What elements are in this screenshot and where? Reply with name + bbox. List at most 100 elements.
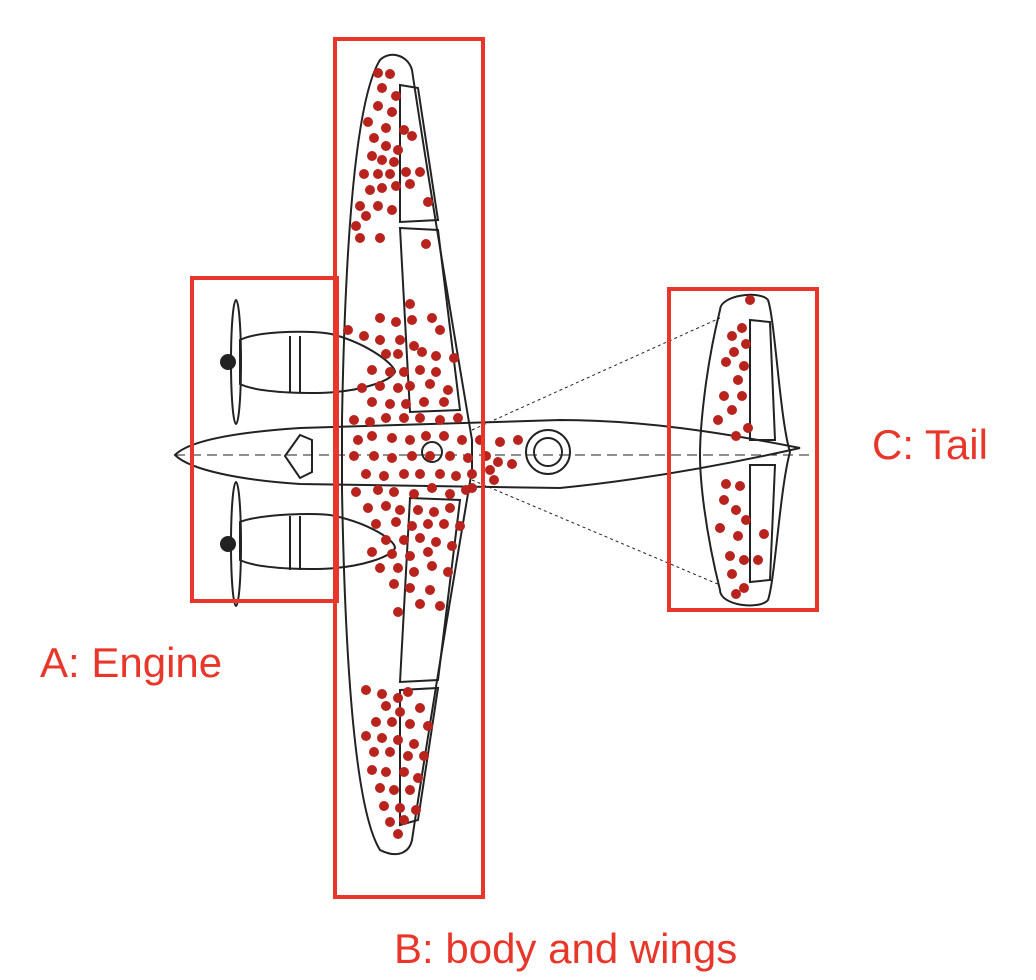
- hit-marker: [419, 751, 429, 761]
- hit-marker: [385, 817, 395, 827]
- hit-marker: [759, 529, 769, 539]
- hit-marker: [449, 353, 459, 363]
- hit-marker: [393, 607, 403, 617]
- hit-marker: [425, 379, 435, 389]
- hit-marker: [415, 365, 425, 375]
- hit-marker: [429, 507, 439, 517]
- fuselage-outline: [173, 418, 801, 490]
- hit-marker: [423, 519, 433, 529]
- hit-marker: [395, 707, 405, 717]
- hit-marker: [737, 323, 747, 333]
- hit-marker: [425, 451, 435, 461]
- hit-marker: [417, 347, 427, 357]
- hit-marker: [393, 735, 403, 745]
- hit-marker: [427, 313, 437, 323]
- hit-marker: [377, 155, 387, 165]
- hit-marker: [405, 435, 415, 445]
- hit-marker: [727, 569, 737, 579]
- hit-marker: [727, 331, 737, 341]
- hit-marker: [381, 141, 391, 151]
- hit-marker: [739, 555, 749, 565]
- upper-nacelle-outline: [239, 330, 397, 395]
- hit-marker: [399, 367, 409, 377]
- hit-marker: [391, 91, 401, 101]
- hit-marker: [495, 437, 505, 447]
- hit-marker: [353, 435, 363, 445]
- hit-marker: [365, 417, 375, 427]
- hit-marker: [393, 693, 403, 703]
- aircraft-line-art: [173, 53, 810, 856]
- hit-marker: [377, 183, 387, 193]
- hit-marker: [399, 767, 409, 777]
- hit-marker: [385, 69, 395, 79]
- hit-marker: [739, 583, 749, 593]
- hit-marker: [389, 487, 399, 497]
- hit-marker: [753, 555, 763, 565]
- hit-marker: [367, 765, 377, 775]
- hit-marker: [445, 489, 455, 499]
- hit-marker: [405, 583, 415, 593]
- hit-marker: [399, 815, 409, 825]
- hit-marker: [363, 503, 373, 513]
- hit-marker: [401, 399, 411, 409]
- hit-marker: [431, 537, 441, 547]
- hit-marker: [415, 167, 425, 177]
- hit-marker: [369, 747, 379, 757]
- turret-outline: [525, 429, 571, 475]
- hit-marker: [409, 567, 419, 577]
- hit-marker: [489, 475, 499, 485]
- hit-marker: [447, 541, 457, 551]
- hit-marker: [431, 367, 441, 377]
- hit-marker: [461, 485, 471, 495]
- hit-marker: [385, 399, 395, 409]
- hit-marker: [367, 365, 377, 375]
- hit-marker: [435, 601, 445, 611]
- hit-marker: [435, 325, 445, 335]
- hit-marker: [421, 431, 431, 441]
- hit-marker: [391, 181, 401, 191]
- hit-marker: [381, 413, 391, 423]
- hit-marker: [467, 469, 477, 479]
- hit-marker: [743, 423, 753, 433]
- hit-marker: [375, 335, 385, 345]
- hit-marker: [415, 599, 425, 609]
- hit-marker: [727, 405, 737, 415]
- hit-marker: [407, 131, 417, 141]
- hit-marker: [453, 413, 463, 423]
- tail-label: C: Tail: [872, 421, 988, 468]
- hit-marker: [373, 101, 383, 111]
- hit-marker: [367, 151, 377, 161]
- hit-marker: [439, 431, 449, 441]
- hit-marker: [375, 233, 385, 243]
- hit-marker: [731, 431, 741, 441]
- hit-marker: [443, 567, 453, 577]
- hit-marker: [435, 415, 445, 425]
- hit-marker: [393, 145, 403, 155]
- hit-marker: [507, 459, 517, 469]
- hit-marker: [729, 347, 739, 357]
- tail-region-box: [667, 287, 819, 612]
- hit-marker: [435, 469, 445, 479]
- hit-marker: [395, 505, 405, 515]
- hit-marker: [385, 169, 395, 179]
- hit-marker: [351, 221, 361, 231]
- hit-marker: [715, 523, 725, 533]
- hit-marker: [381, 501, 391, 511]
- bullet-hit-markers: [343, 68, 769, 839]
- hit-marker: [741, 339, 751, 349]
- hit-marker: [405, 785, 415, 795]
- hit-marker: [457, 435, 467, 445]
- hit-marker: [369, 451, 379, 461]
- hit-marker: [355, 201, 365, 211]
- hit-marker: [399, 413, 409, 423]
- hit-marker: [403, 687, 413, 697]
- hit-marker: [359, 331, 369, 341]
- hit-marker: [367, 397, 377, 407]
- hit-marker: [745, 295, 755, 305]
- hit-marker: [713, 415, 723, 425]
- hit-marker: [401, 167, 411, 177]
- hit-marker: [381, 535, 391, 545]
- hit-marker: [493, 457, 503, 467]
- hit-marker: [391, 517, 401, 527]
